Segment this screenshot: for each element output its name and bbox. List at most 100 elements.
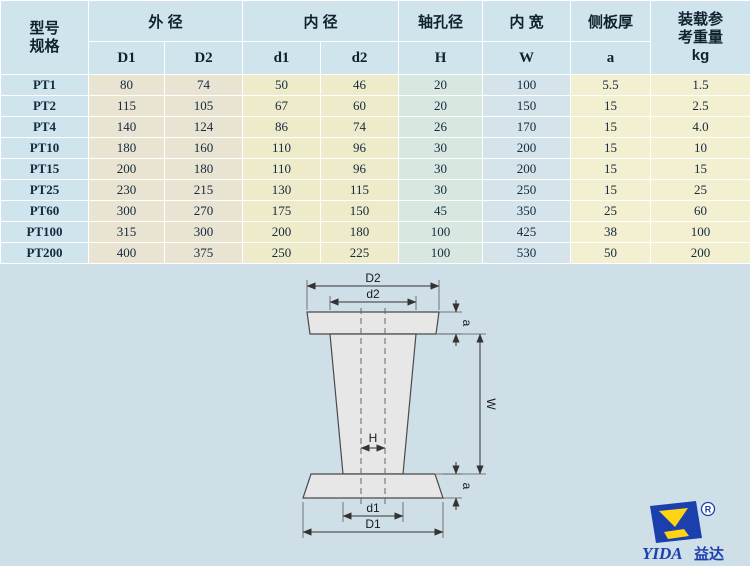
dim-a-bottom: a xyxy=(443,462,474,510)
dim-label-a-top: a xyxy=(460,320,474,327)
subheader-d2: d2 xyxy=(320,41,400,75)
cell-d2: 180 xyxy=(320,221,400,243)
cell-D1: 400 xyxy=(88,242,165,264)
cell-H: 30 xyxy=(398,137,484,159)
cell-d1: 250 xyxy=(242,242,322,264)
cell-model: PT100 xyxy=(0,221,89,243)
logo-text-en: YIDA xyxy=(642,544,683,563)
spool-diagram: D2 d2 a W xyxy=(278,270,508,542)
dim-H: H xyxy=(360,431,386,452)
dim-a-top: a xyxy=(436,300,474,346)
header-side-plate: 侧板厚 xyxy=(570,0,652,42)
cell-d1: 175 xyxy=(242,200,322,222)
cell-d2: 225 xyxy=(320,242,400,264)
dim-label-W: W xyxy=(484,398,498,410)
cell-W: 350 xyxy=(482,200,572,222)
cell-d1: 110 xyxy=(242,158,322,180)
cell-kg: 4.0 xyxy=(650,116,750,138)
subheader-H: H xyxy=(398,41,484,75)
cell-a: 15 xyxy=(570,137,652,159)
cell-D2: 375 xyxy=(163,242,244,264)
cell-W: 250 xyxy=(482,179,572,201)
cell-D2: 180 xyxy=(163,158,244,180)
logo-text-cn: 益达 xyxy=(694,545,724,563)
cell-model: PT1 xyxy=(0,74,89,96)
cell-kg: 2.5 xyxy=(650,95,750,117)
registered-mark: R xyxy=(705,505,712,515)
cell-d1: 130 xyxy=(242,179,322,201)
cell-a: 5.5 xyxy=(570,74,652,96)
header-load-weight: 装载参 考重量 kg xyxy=(650,0,750,75)
cell-D2: 105 xyxy=(163,95,244,117)
cell-W: 530 xyxy=(482,242,572,264)
dim-label-d1: d1 xyxy=(366,501,380,515)
cell-a: 25 xyxy=(570,200,652,222)
spool-top-flange xyxy=(306,311,440,335)
cell-model: PT15 xyxy=(0,158,89,180)
cell-kg: 25 xyxy=(650,179,750,201)
cell-d2: 74 xyxy=(320,116,400,138)
dim-D1: D1 xyxy=(302,502,444,538)
dim-d2: d2 xyxy=(329,287,417,310)
brand-logo: R YIDA 益达 xyxy=(640,500,744,564)
cell-H: 26 xyxy=(398,116,484,138)
cell-model: PT2 xyxy=(0,95,89,117)
cell-D2: 160 xyxy=(163,137,244,159)
subheader-a: a xyxy=(570,41,652,75)
header-outer-diameter: 外 径 xyxy=(87,0,244,42)
cell-H: 100 xyxy=(398,221,484,243)
cell-a: 15 xyxy=(570,179,652,201)
spec-table: 型号 规格 外 径 内 径 轴孔径 内 宽 侧板厚 装载参 考重量 kg D1 … xyxy=(0,0,750,264)
spool-drawing: D2 d2 a W xyxy=(302,271,498,538)
cell-kg: 60 xyxy=(650,200,750,222)
cell-D1: 315 xyxy=(88,221,165,243)
dim-label-D1: D1 xyxy=(365,517,381,531)
cell-kg: 200 xyxy=(650,242,750,264)
cell-a: 15 xyxy=(570,95,652,117)
registered-mark-circle xyxy=(700,501,716,517)
cell-model: PT25 xyxy=(0,179,89,201)
subheader-D1: D1 xyxy=(88,41,165,75)
subheader-W: W xyxy=(482,41,572,75)
cell-W: 200 xyxy=(482,158,572,180)
subheader-D2: D2 xyxy=(163,41,244,75)
subheader-d1: d1 xyxy=(242,41,322,75)
cell-D2: 215 xyxy=(163,179,244,201)
spool-barrel xyxy=(329,333,417,475)
cell-d1: 110 xyxy=(242,137,322,159)
cell-W: 200 xyxy=(482,137,572,159)
header-inner-diameter: 内 径 xyxy=(242,0,400,42)
dim-W: W xyxy=(436,333,498,475)
cell-d2: 96 xyxy=(320,137,400,159)
header-shaft-hole: 轴孔径 xyxy=(398,0,484,42)
cell-d2: 96 xyxy=(320,158,400,180)
cell-W: 170 xyxy=(482,116,572,138)
cell-a: 38 xyxy=(570,221,652,243)
cell-D1: 140 xyxy=(88,116,165,138)
dim-label-D2: D2 xyxy=(365,271,381,285)
header-model: 型号 规格 xyxy=(0,0,89,75)
logo-emblem-flash-top xyxy=(659,508,688,527)
cell-d2: 46 xyxy=(320,74,400,96)
cell-D2: 124 xyxy=(163,116,244,138)
brand-logo-graphic: R YIDA 益达 xyxy=(642,501,724,563)
cell-D1: 180 xyxy=(88,137,165,159)
cell-H: 20 xyxy=(398,95,484,117)
cell-d1: 67 xyxy=(242,95,322,117)
cell-D1: 200 xyxy=(88,158,165,180)
cell-W: 425 xyxy=(482,221,572,243)
cell-d2: 115 xyxy=(320,179,400,201)
cell-H: 100 xyxy=(398,242,484,264)
cell-d1: 86 xyxy=(242,116,322,138)
cell-H: 30 xyxy=(398,158,484,180)
cell-model: PT10 xyxy=(0,137,89,159)
cell-H: 20 xyxy=(398,74,484,96)
